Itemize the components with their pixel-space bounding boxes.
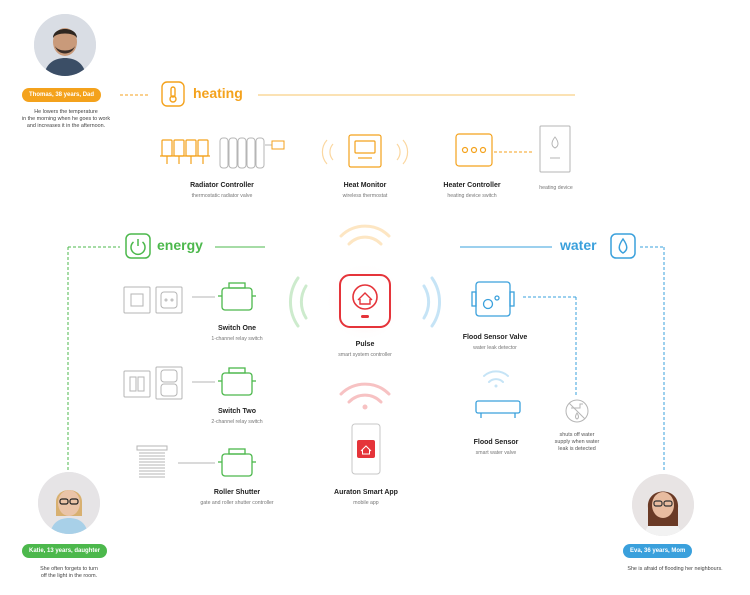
flood-sensor-name: Flood Sensor <box>473 439 519 446</box>
heating-device-icon <box>539 125 571 173</box>
heat-monitor-icon <box>321 134 409 168</box>
flood-valve-sub: water leak detector <box>473 345 517 351</box>
switch-two-name: Switch Two <box>218 408 256 415</box>
flood-sensor-valve-icon <box>471 281 515 317</box>
wall-switch-two-icon <box>123 366 183 400</box>
pulse-signal-arcs <box>288 224 442 410</box>
category-heating: heating <box>193 85 243 101</box>
wall-switch-one-icon <box>123 286 183 314</box>
persona-desc-katie: She often forgets to turn off the light … <box>40 566 98 579</box>
heater-controller-sub: heating device switch <box>447 193 497 199</box>
switch-one-sub: 1-channel relay switch <box>211 336 263 342</box>
radiator-controller-name: Radiator Controller <box>190 182 254 189</box>
persona-badge-katie: Katie, 13 years, daughter <box>22 544 108 558</box>
flood-sensor-sub: smart water valve <box>475 450 517 456</box>
app-name: Auraton Smart App <box>334 489 398 496</box>
heater-controller-name: Heater Controller <box>443 182 501 189</box>
water-drop-icon <box>610 233 636 259</box>
pulse-sub: smart system controller <box>338 352 392 358</box>
radiator-controller-icon <box>160 139 210 164</box>
radiator-icon <box>219 137 285 169</box>
roller-shutter-relay-icon <box>218 448 256 477</box>
switch-one-relay-icon <box>218 282 256 311</box>
shutoff-desc: shuts off water supply when water leak i… <box>554 432 600 452</box>
switch-two-relay-icon <box>218 367 256 396</box>
heater-controller-icon <box>455 133 493 167</box>
persona-badge-thomas: Thomas, 38 years, Dad <box>22 88 102 102</box>
persona-desc-thomas: He lowers the temperature in the morning… <box>21 109 111 129</box>
avatar-eva <box>632 474 694 536</box>
persona-badge-eva: Eva, 36 years, Mom <box>623 544 693 558</box>
roller-shutter-name: Roller Shutter <box>213 489 261 496</box>
roller-blind-icon <box>136 445 168 478</box>
app-sub: mobile app <box>353 500 379 506</box>
pulse-name: Pulse <box>355 341 375 348</box>
heat-monitor-name: Heat Monitor <box>343 182 387 189</box>
persona-desc-eva: She is afraid of flooding her neighbours… <box>627 566 723 572</box>
heat-monitor-sub: wireless thermostat <box>342 193 388 199</box>
avatar-katie <box>38 472 100 534</box>
roller-shutter-sub: gate and roller shutter controller <box>200 500 274 506</box>
heating-device-sub: heating device <box>539 185 573 191</box>
switch-two-sub: 2-channel relay switch <box>211 419 263 425</box>
pulse-device-icon <box>339 274 391 328</box>
power-icon <box>125 233 151 259</box>
switch-one-name: Switch One <box>217 325 257 332</box>
smartphone-icon <box>351 423 381 475</box>
radiator-controller-sub: thermostatic radiator valve <box>191 193 253 199</box>
flood-sensor-wifi-icon <box>483 370 509 388</box>
flood-sensor-icon <box>475 400 521 418</box>
flood-valve-name: Flood Sensor Valve <box>462 334 528 341</box>
category-energy: energy <box>157 237 203 253</box>
avatar-thomas <box>34 14 96 76</box>
category-water: water <box>560 237 597 253</box>
water-off-icon <box>565 399 589 423</box>
thermometer-icon <box>161 81 185 107</box>
connector-lines <box>67 94 665 470</box>
